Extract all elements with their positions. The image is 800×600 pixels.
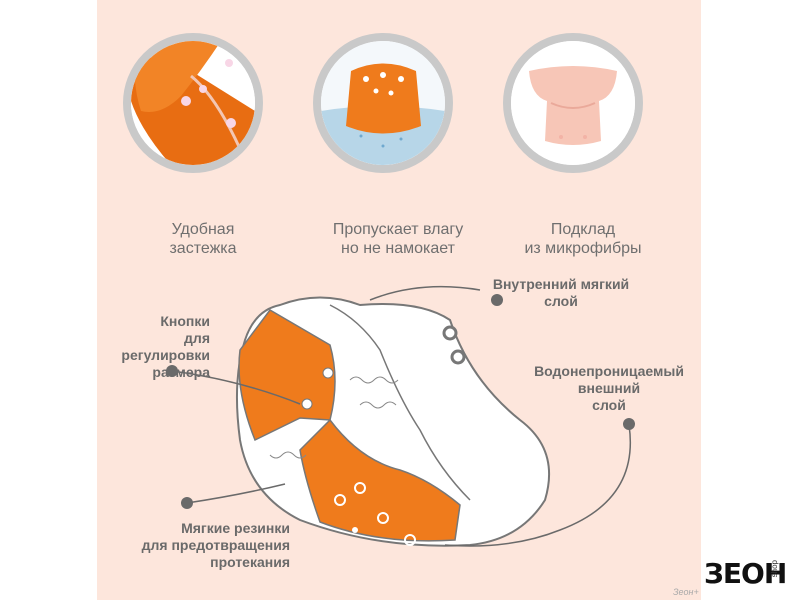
brand-logo: ЗЕОН [704, 557, 787, 590]
snap-closure-photo [123, 33, 263, 173]
watermark: Зеон+ [673, 587, 699, 597]
brand-logo-sub: shop [770, 560, 779, 578]
callout-dot-buttons [166, 365, 178, 377]
callout-dot-elastics [181, 497, 193, 509]
microfiber-lining-photo [503, 33, 643, 173]
water-resistant-photo [313, 33, 453, 173]
callout-dot-outer-layer [623, 418, 635, 430]
callout-dot-inner-layer [491, 294, 503, 306]
